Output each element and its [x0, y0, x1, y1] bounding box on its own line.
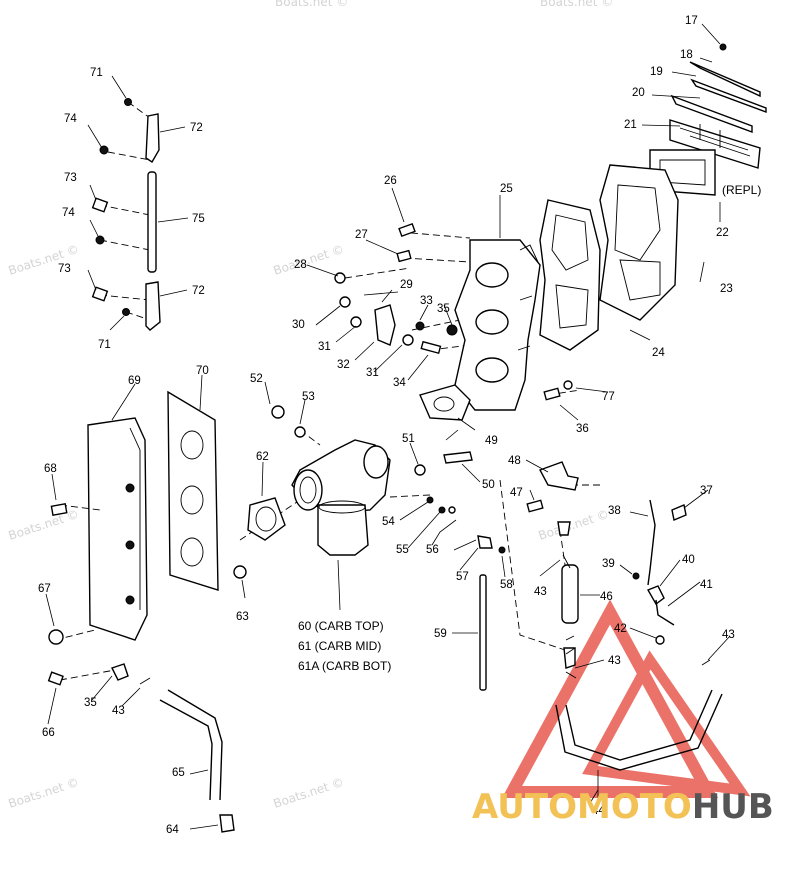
- logo-triangle-inner: [582, 650, 751, 797]
- callout-59: 59: [434, 628, 447, 640]
- callout-65: 65: [172, 767, 185, 779]
- callout-73: 73: [58, 263, 71, 275]
- callout-68: 68: [44, 463, 57, 475]
- callout-31: 31: [318, 341, 331, 353]
- watermark: Boats.net ©: [272, 775, 346, 811]
- callout-25: 25: [500, 183, 513, 195]
- carb-mid-note: 61 (CARB MID): [298, 639, 381, 653]
- callout-21: 21: [624, 119, 637, 131]
- watermark: Boats.net ©: [275, 0, 348, 9]
- brand-wordmark: AUTOMOTOHUB: [472, 787, 774, 827]
- callout-43: 43: [722, 629, 735, 641]
- callout-51: 51: [402, 433, 415, 445]
- callout-52: 52: [250, 373, 263, 385]
- callout-72: 72: [192, 285, 205, 297]
- callout-73: 73: [64, 172, 77, 184]
- cover-group: [45, 374, 219, 725]
- callout-64: 64: [166, 824, 179, 836]
- callout-36: 36: [576, 423, 589, 435]
- brand-logo-mark: [501, 599, 751, 798]
- callout-42: 42: [614, 623, 627, 635]
- callout-53: 53: [302, 391, 315, 403]
- callout-31: 31: [366, 367, 379, 379]
- callout-23: 23: [720, 283, 733, 295]
- linkage-group: [87, 75, 189, 331]
- fuel-lines-group: [159, 479, 731, 833]
- callout-63: 63: [236, 611, 249, 623]
- callout-41: 41: [700, 579, 713, 591]
- callout-43: 43: [112, 705, 125, 717]
- callout-57: 57: [456, 571, 469, 583]
- callout-66: 66: [42, 727, 55, 739]
- callout-74: 74: [62, 207, 75, 219]
- callout-39: 39: [602, 558, 615, 570]
- carb-top-note: 60 (CARB TOP): [298, 619, 384, 633]
- callout-67: 67: [38, 583, 51, 595]
- callout-70: 70: [196, 365, 209, 377]
- reed-block-group: [539, 23, 767, 351]
- watermark: Boats.net ©: [537, 507, 611, 543]
- bracket-group: [525, 459, 579, 513]
- callout-19: 19: [650, 66, 663, 78]
- callout-69: 69: [128, 375, 141, 387]
- callout-62: 62: [256, 451, 269, 463]
- repl-note: (REPL): [722, 183, 761, 197]
- callout-58: 58: [500, 579, 513, 591]
- callout-29: 29: [400, 279, 413, 291]
- callout-56: 56: [426, 544, 439, 556]
- callout-43: 43: [534, 586, 547, 598]
- callout-labels: 17 18 19 20 21 22 23 24 25 26 27 28 29 3…: [38, 15, 735, 836]
- callout-30: 30: [292, 319, 305, 331]
- callout-38: 38: [608, 505, 621, 517]
- brand-part-auto: AUTO: [472, 787, 577, 827]
- callout-35: 35: [437, 303, 450, 315]
- callout-48: 48: [508, 455, 521, 467]
- callout-43: 43: [608, 655, 621, 667]
- callout-22: 22: [716, 227, 729, 239]
- callout-18: 18: [680, 49, 693, 61]
- callout-71: 71: [98, 339, 111, 351]
- callout-37: 37: [700, 485, 713, 497]
- callout-44: 44: [592, 805, 605, 817]
- callout-47: 47: [510, 487, 523, 499]
- callout-26: 26: [384, 175, 397, 187]
- callout-74: 74: [64, 113, 77, 125]
- watermark: Boats.net ©: [7, 775, 81, 811]
- brand-part-hub: HUB: [692, 787, 774, 827]
- watermarks: Boats.net © Boats.net © Boats.net © Boat…: [7, 0, 614, 811]
- watermark: Boats.net ©: [272, 242, 346, 278]
- carb-bot-note: 61A (CARB BOT): [298, 659, 391, 673]
- callout-17: 17: [685, 15, 698, 27]
- callout-50: 50: [482, 479, 495, 491]
- callout-28: 28: [294, 259, 307, 271]
- notes: (REPL) 60 (CARB TOP) 61 (CARB MID) 61A (…: [298, 183, 761, 673]
- brand-part-moto: MOTO: [577, 787, 692, 827]
- watermark: Boats.net ©: [540, 0, 613, 9]
- callout-75: 75: [192, 213, 205, 225]
- callout-71: 71: [90, 67, 103, 79]
- callout-33: 33: [420, 295, 433, 307]
- callout-46: 46: [600, 591, 613, 603]
- manifold-group: [306, 187, 609, 431]
- callout-40: 40: [682, 554, 695, 566]
- callout-54: 54: [382, 516, 395, 528]
- callout-77: 77: [602, 391, 615, 403]
- callout-55: 55: [396, 544, 409, 556]
- callout-49: 49: [485, 435, 498, 447]
- callout-20: 20: [632, 87, 645, 99]
- carburetor-group: [233, 381, 600, 611]
- logo-triangle-outer: [501, 599, 719, 798]
- callout-24: 24: [652, 347, 665, 359]
- callout-72: 72: [190, 122, 203, 134]
- callout-27: 27: [355, 229, 368, 241]
- callout-34: 34: [393, 377, 406, 389]
- callout-32: 32: [337, 359, 350, 371]
- callout-35: 35: [84, 697, 97, 709]
- watermark: Boats.net ©: [7, 507, 81, 543]
- svg-text:AUTOMOTOHUB: AUTOMOTOHUB: [472, 787, 774, 827]
